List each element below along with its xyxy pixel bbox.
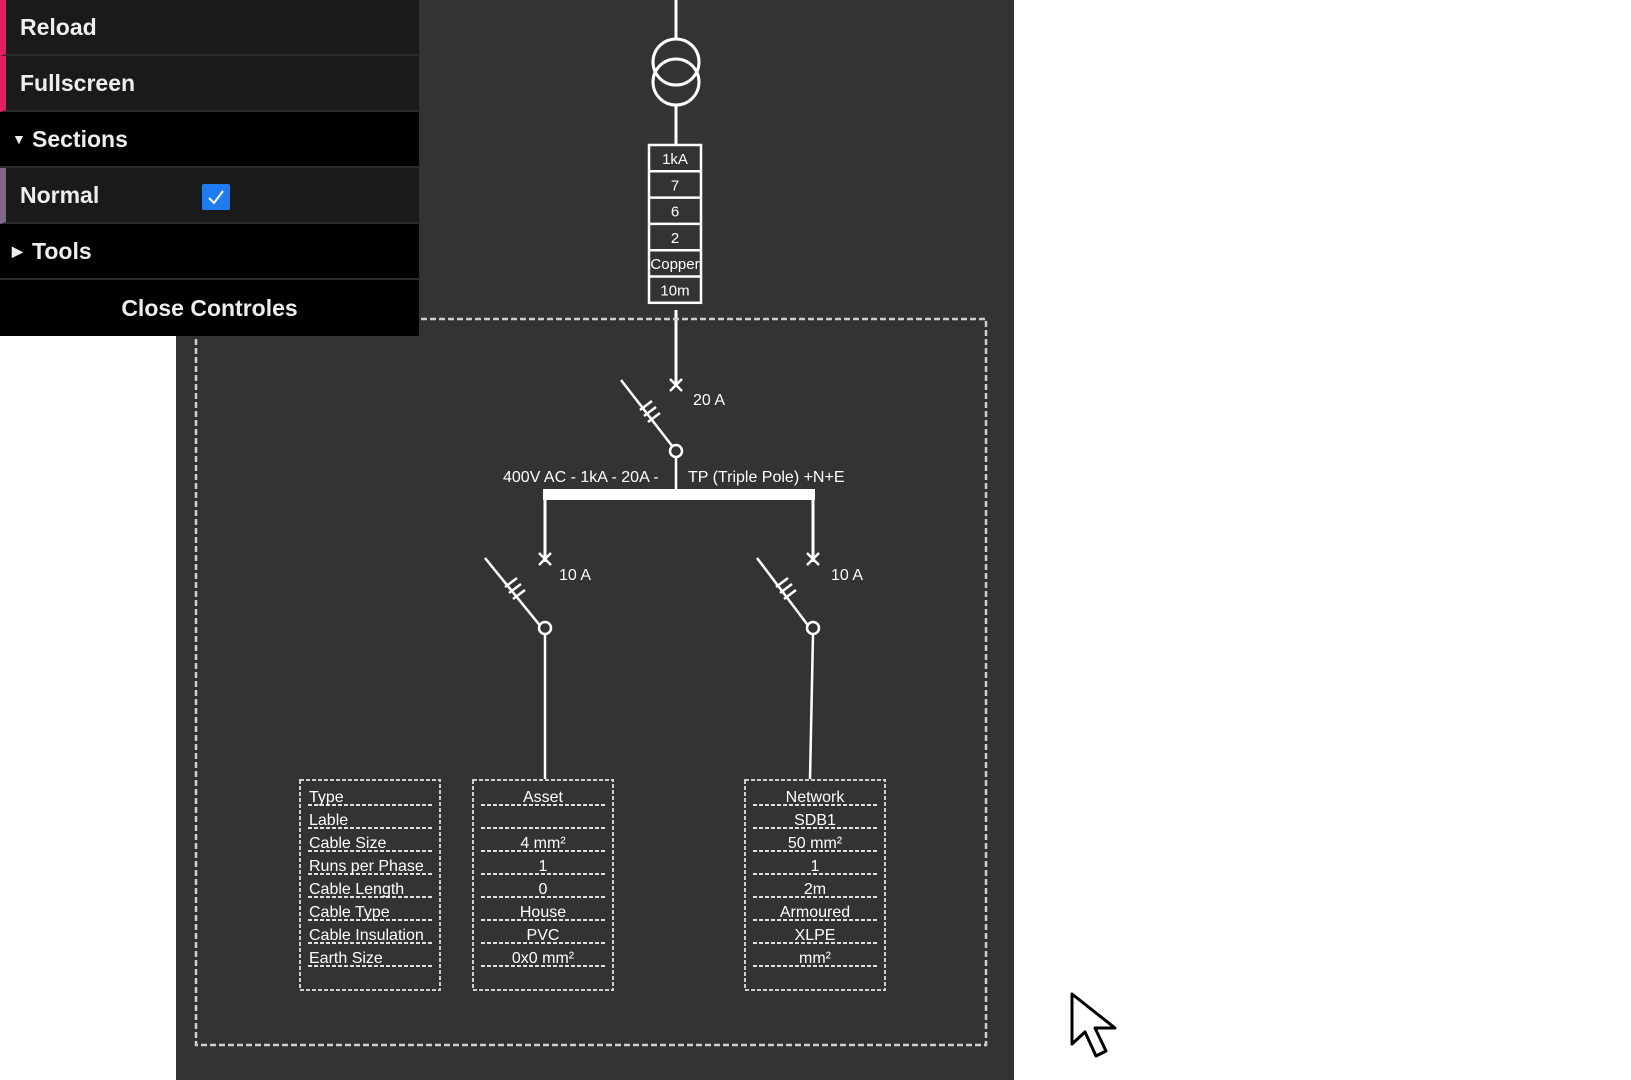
tools-folder[interactable]: ▶ Tools xyxy=(0,224,419,280)
table-cell: XLPE xyxy=(795,927,836,944)
table-frame xyxy=(299,779,441,991)
table-cell: Cable Size xyxy=(309,835,386,852)
cable-box-value: 6 xyxy=(671,204,679,221)
tools-label: Tools xyxy=(32,237,92,264)
table-cell: 4 mm² xyxy=(520,835,566,852)
transformer-coil-bottom xyxy=(651,57,701,107)
normal-checkbox[interactable] xyxy=(202,184,230,210)
close-controls-button[interactable]: Close Controles xyxy=(0,280,419,336)
table-frame xyxy=(472,779,614,991)
reload-button[interactable]: Reload xyxy=(0,0,419,56)
table-cell: Runs per Phase xyxy=(309,858,424,875)
cable-box-value: Copper xyxy=(650,256,699,273)
table-cell: SDB1 xyxy=(794,812,836,829)
reload-label: Reload xyxy=(20,13,97,40)
left-breaker-rating: 10 A xyxy=(559,567,591,584)
table-cell: Armoured xyxy=(780,904,850,921)
fullscreen-button[interactable]: Fullscreen xyxy=(0,56,419,112)
controls-panel: Reload Fullscreen ▼ Sections Normal ▶ To… xyxy=(0,0,419,336)
table-cell: 1 xyxy=(811,858,820,875)
normal-label: Normal xyxy=(20,181,100,208)
close-controls-label: Close Controles xyxy=(121,294,298,321)
table-cell: 1 xyxy=(539,858,548,875)
table-cell: Cable Type xyxy=(309,904,390,921)
fullscreen-label: Fullscreen xyxy=(20,69,136,96)
table-cell: PVC xyxy=(527,927,560,944)
table-cell: Lable xyxy=(309,812,348,829)
sections-label: Sections xyxy=(32,125,128,152)
distribution-board-outline xyxy=(194,317,988,1047)
cable-box-value: 7 xyxy=(671,177,679,194)
table-cell: Earth Size xyxy=(309,950,383,967)
main-breaker-symbol xyxy=(620,378,684,489)
busbar xyxy=(543,489,815,500)
table-cell: Type xyxy=(309,789,344,806)
table-cell: mm² xyxy=(799,950,832,967)
cable-box-value: 1kA xyxy=(662,151,688,168)
right-breaker-symbol xyxy=(756,552,821,780)
left-breaker-symbol xyxy=(484,552,553,779)
chevron-right-icon: ▶ xyxy=(12,242,23,259)
chevron-down-icon: ▼ xyxy=(12,131,26,147)
cable-box-value: 2 xyxy=(671,230,679,247)
table-cell: 0x0 mm² xyxy=(512,950,575,967)
cable-box-value: 10m xyxy=(660,283,689,300)
normal-toggle-row[interactable]: Normal xyxy=(0,168,419,224)
mouse-pointer-icon xyxy=(1070,992,1117,1058)
board-label-left: 400V AC - 1kA - 20A - xyxy=(503,469,659,486)
table-cell: Network xyxy=(786,789,846,806)
check-icon xyxy=(208,190,224,205)
table-cell: Cable Insulation xyxy=(309,927,424,944)
main-breaker-rating: 20 A xyxy=(693,392,725,409)
table-frame xyxy=(744,779,886,991)
table-cell: 50 mm² xyxy=(788,835,843,852)
table-cell: House xyxy=(520,904,566,921)
table-cell: 2m xyxy=(804,881,826,898)
table-cell: Asset xyxy=(523,789,564,806)
board-label-right: TP (Triple Pole) +N+E xyxy=(688,469,845,486)
table-cell: Cable Length xyxy=(309,881,404,898)
sections-folder[interactable]: ▼ Sections xyxy=(0,112,419,168)
table-cell: 0 xyxy=(539,881,548,898)
transformer-coil-top xyxy=(651,37,701,87)
right-breaker-rating: 10 A xyxy=(831,567,863,584)
